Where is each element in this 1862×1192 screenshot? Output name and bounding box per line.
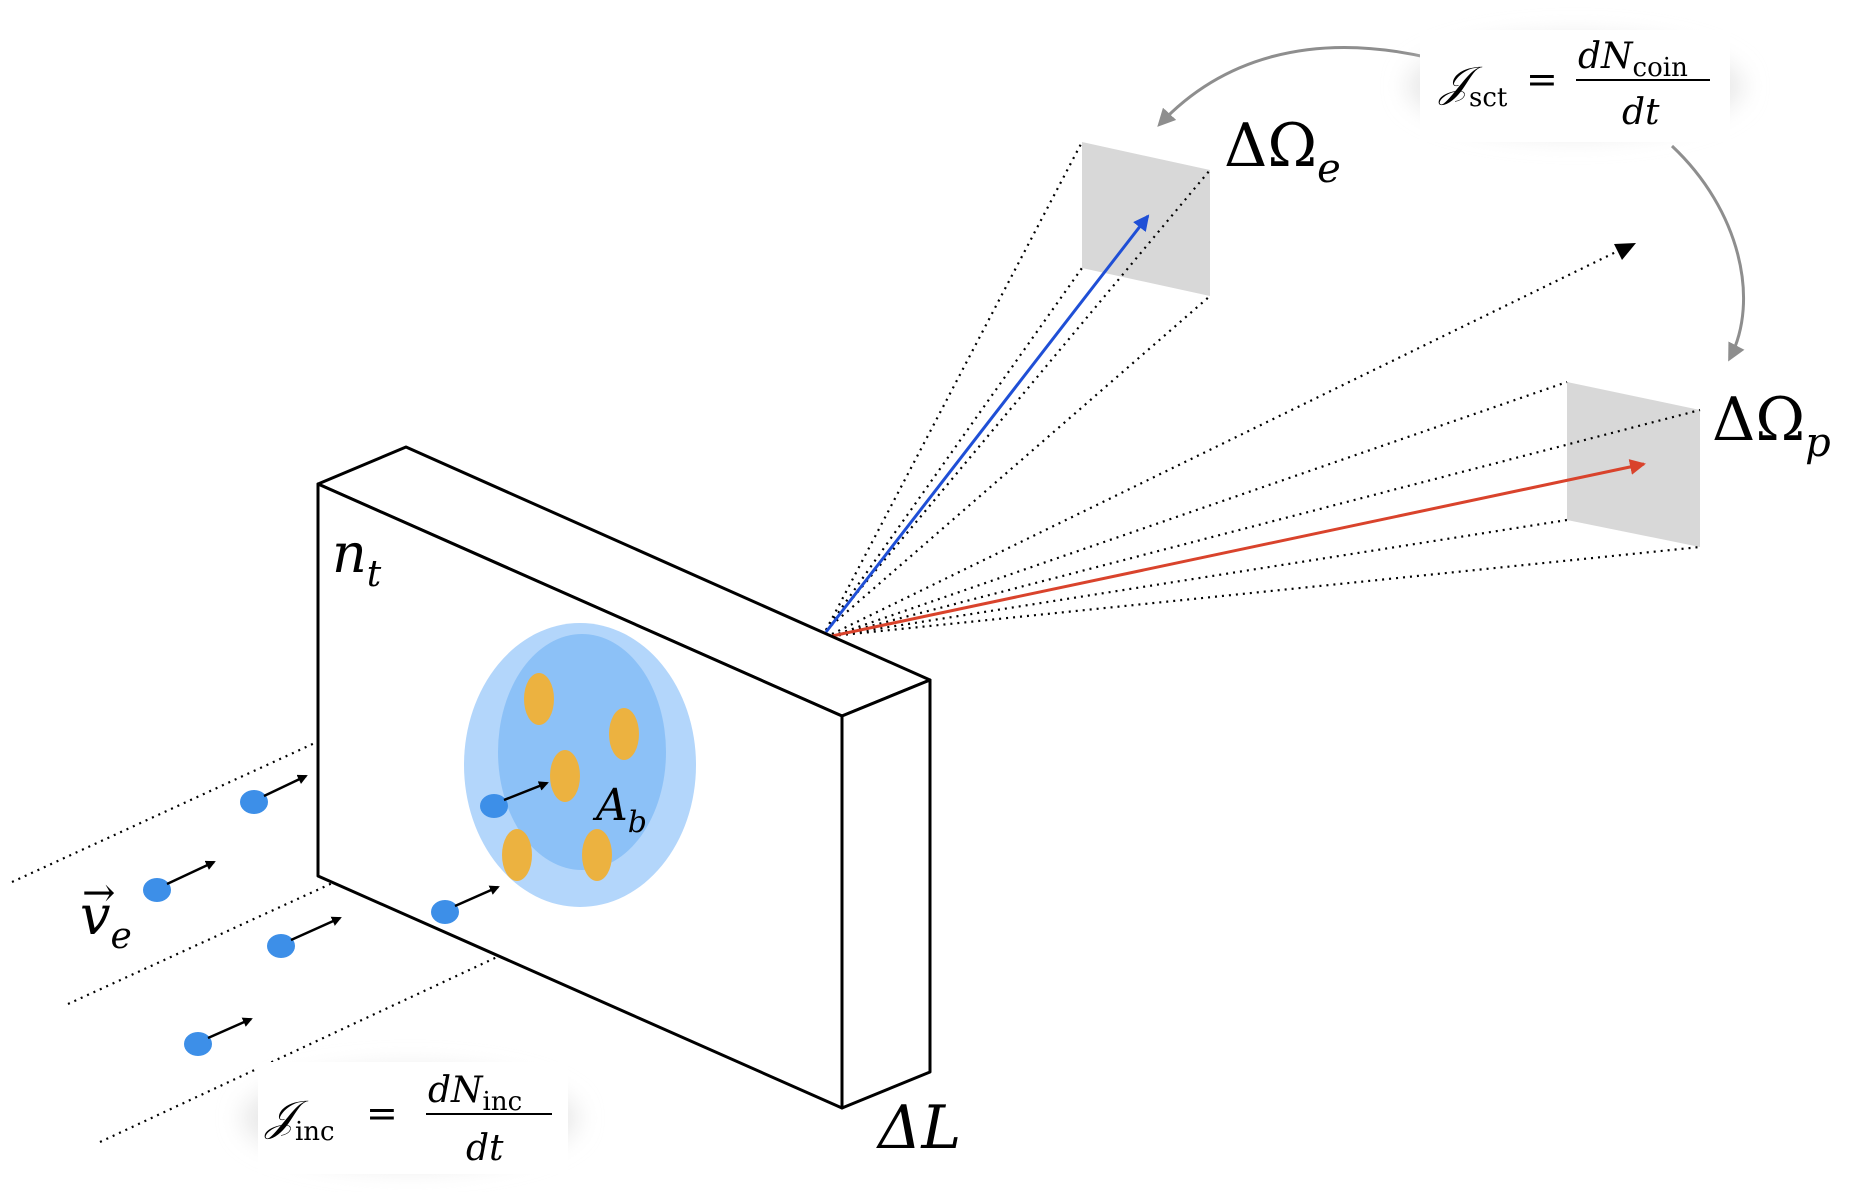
thickness-label: ΔL xyxy=(876,1093,961,1163)
nucleus xyxy=(550,750,580,802)
solid-angle-p-label: ΔΩp xyxy=(1712,385,1831,466)
direction-arrowhead xyxy=(1614,243,1636,260)
svg-text:→: → xyxy=(82,870,116,916)
beam-area-label: Ab xyxy=(592,780,647,840)
nucleus xyxy=(524,673,554,725)
electron xyxy=(184,1017,253,1056)
svg-text:dt: dt xyxy=(466,1128,504,1169)
svg-text:dt: dt xyxy=(1622,92,1660,133)
electron-track xyxy=(824,214,1150,633)
formula-bg-sct xyxy=(1420,30,1730,142)
electron xyxy=(480,781,549,818)
target-nuclei xyxy=(502,673,639,881)
electrons xyxy=(143,774,549,1056)
curved-arrow-to-detector-p xyxy=(1670,144,1746,362)
formula-bg-inc xyxy=(258,1062,568,1174)
target-side-face xyxy=(840,678,932,1110)
proton-track xyxy=(831,459,1646,638)
detector-p xyxy=(1567,382,1700,547)
nucleus xyxy=(609,708,639,760)
svg-text:ve: ve xyxy=(80,884,132,957)
curved-arrow-to-detector-e xyxy=(1157,46,1431,127)
direction-line xyxy=(831,249,1621,635)
svg-text:=: = xyxy=(1526,57,1558,101)
solid-angle-e-label: ΔΩe xyxy=(1224,111,1341,192)
electron xyxy=(143,860,216,902)
electron xyxy=(240,774,308,814)
target-density-label: nt xyxy=(332,522,382,595)
electron xyxy=(267,916,342,958)
electron-velocity-label: → ve xyxy=(80,870,132,957)
svg-text:dNcoin: dNcoin xyxy=(1578,36,1688,83)
svg-text:dNinc: dNinc xyxy=(428,1070,522,1117)
nucleus xyxy=(502,829,532,881)
acceptance-cone-e xyxy=(825,141,1211,631)
svg-text:=: = xyxy=(366,1091,398,1135)
nucleus xyxy=(582,829,612,881)
electron xyxy=(431,885,500,924)
acceptance-cone-p xyxy=(831,380,1701,638)
